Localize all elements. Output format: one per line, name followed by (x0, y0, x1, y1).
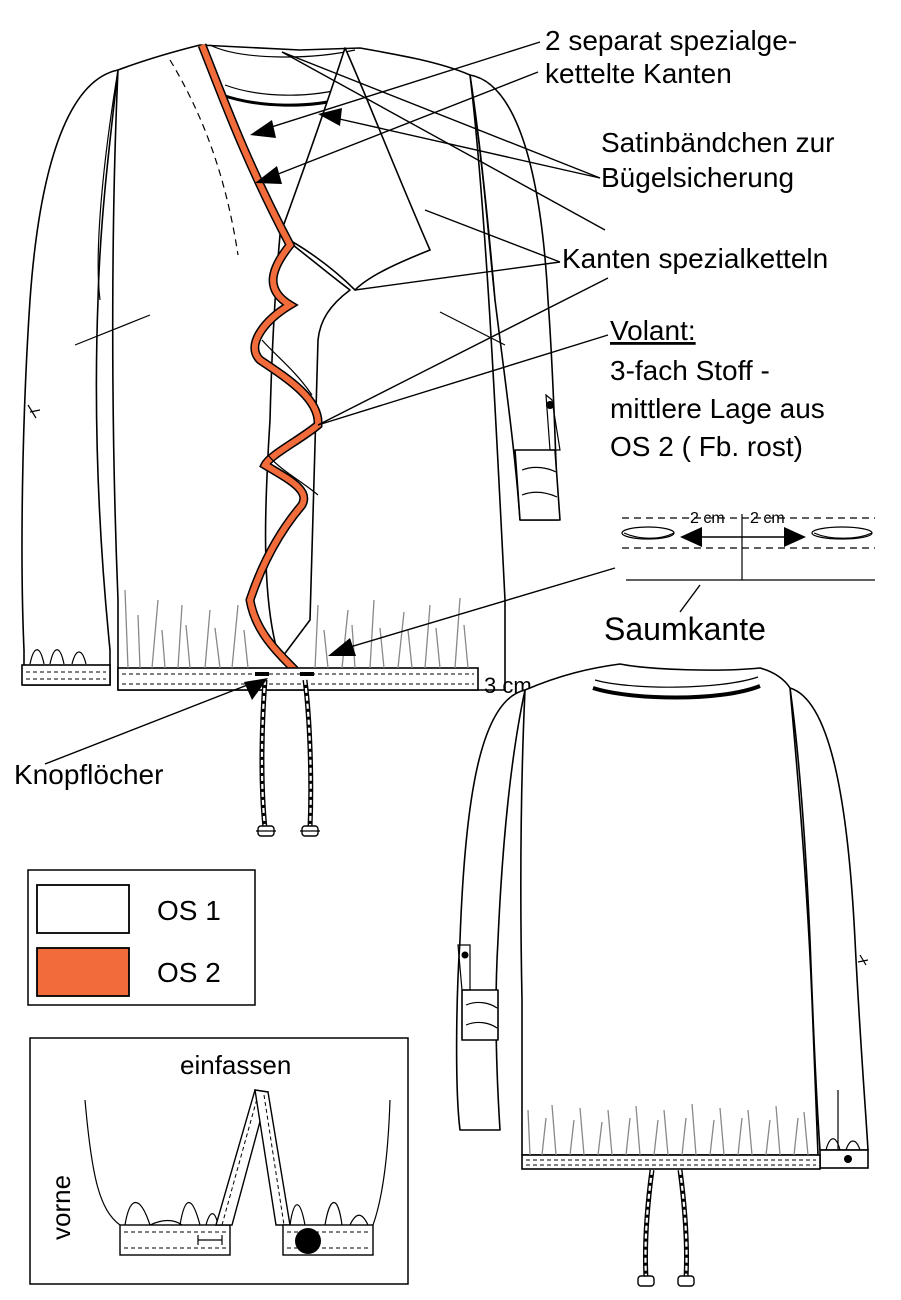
hem-measure-right: 2 cm (750, 510, 785, 527)
binding-side-label: vorne (46, 1175, 76, 1240)
label-hem-edge: Saumkante (604, 611, 766, 647)
legend-swatch-os1 (36, 884, 130, 934)
front-garment (21, 43, 561, 837)
buttonhole (300, 672, 314, 676)
label-volant-3: OS 2 ( Fb. rost) (610, 431, 803, 462)
cuff-gather (29, 649, 87, 665)
sleeve-button (546, 401, 554, 409)
os2-front-edge-fill (199, 43, 322, 673)
hem-detail: 2 cm 2 cm (621, 510, 875, 613)
front-left-sleeve-tab (27, 404, 41, 419)
front-left-sleeve (21, 69, 119, 686)
label-buttonholes: Knopflöcher (14, 759, 163, 790)
cuff-crease (521, 466, 557, 473)
back-sleeve-button (461, 951, 469, 959)
cord-stopper-left (256, 825, 276, 837)
label-satin-ribbon-2: Bügelsicherung (601, 162, 794, 193)
back-cord-stopper-left (637, 1275, 655, 1287)
legend: OS 1 OS 2 (27, 869, 256, 1006)
legend-label-os2: OS 2 (157, 957, 221, 988)
legend-label-os1: OS 1 (157, 895, 221, 926)
front-drape (264, 234, 351, 661)
label-volant-1: 3-fach Stoff - (610, 355, 770, 386)
front-sleeve-tab (545, 393, 561, 451)
back-hem-band (521, 1154, 821, 1170)
drape-fold (267, 454, 319, 496)
binding-detail: einfassen vorne (29, 1037, 409, 1285)
dart-right (439, 311, 506, 346)
armhole-seam-right (469, 74, 496, 301)
buttonhole (255, 672, 269, 676)
label-volant-title: Volant: (610, 315, 696, 346)
cuff-crease (521, 491, 558, 498)
callout-lines (44, 41, 616, 765)
front-right-cuff (514, 449, 561, 521)
back-left-sleeve (455, 689, 526, 1131)
armhole-seam-left (97, 69, 119, 301)
cord-stopper-right (300, 825, 320, 837)
neckline (209, 44, 356, 58)
binding-title: einfassen (180, 1050, 291, 1080)
label-satin-ribbon-1: Satinbändchen zur (601, 127, 835, 158)
label-volant-2: mittlere Lage aus (610, 393, 825, 424)
back-garment (455, 663, 869, 1287)
front-left-cuff-band (21, 664, 111, 686)
legend-swatch-os2 (36, 947, 130, 997)
back-body (519, 663, 819, 1156)
binding-button (295, 1228, 321, 1254)
hem-measure-left: 2 cm (690, 510, 725, 527)
label-separate-edges-2: kettelte Kanten (545, 58, 732, 89)
drape-fold (261, 339, 313, 396)
dart-left (74, 314, 151, 346)
front-hem-band (117, 667, 479, 691)
back-left-cuff (461, 989, 499, 1041)
back-cuff-button (844, 1155, 852, 1163)
hem-gathers-back (527, 1103, 809, 1156)
back-cord-stopper-right (677, 1275, 695, 1287)
back-neck-band (592, 684, 761, 700)
label-serge-edges: Kanten spezialketteln (562, 243, 828, 274)
label-separate-edges-1: 2 separat spezialge- (545, 25, 797, 56)
hem-gathers-front (124, 589, 469, 669)
